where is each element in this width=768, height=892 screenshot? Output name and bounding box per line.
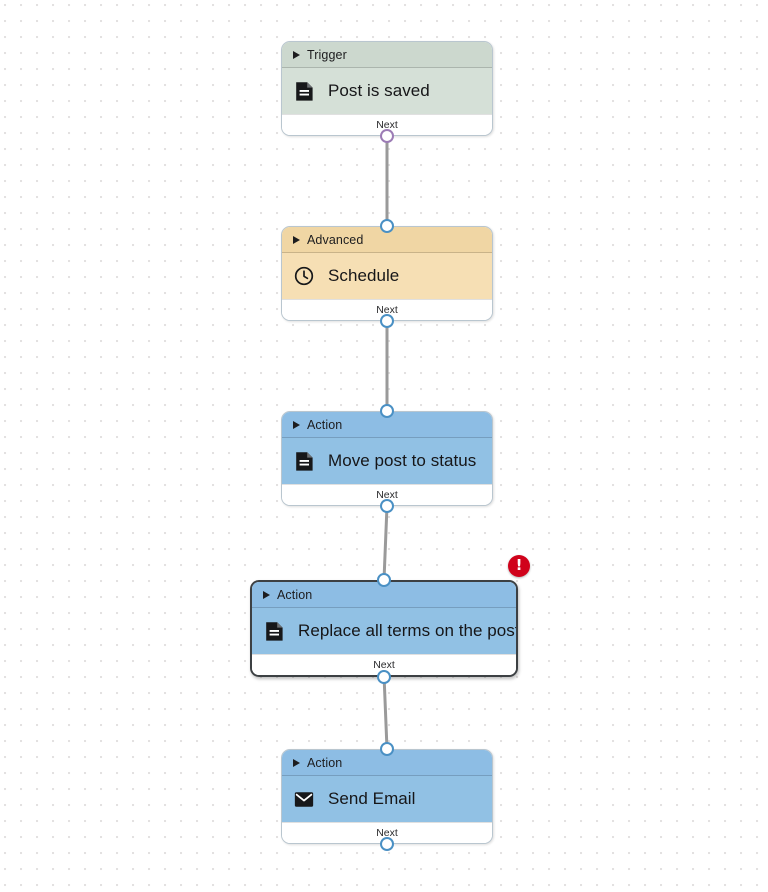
node-body: Replace all terms on the post: [252, 608, 516, 654]
clock-icon: [294, 266, 314, 286]
node-body: Move post to status: [282, 438, 492, 484]
node-body: Post is saved: [282, 68, 492, 114]
node-input-port[interactable]: [377, 573, 391, 587]
node-type-label: Trigger: [307, 47, 347, 62]
disclosure-triangle-icon[interactable]: [293, 758, 300, 767]
node-next-connector-label[interactable]: Next: [282, 299, 492, 320]
node-type-label: Action: [307, 417, 343, 432]
node-output-port[interactable]: [380, 129, 394, 143]
disclosure-triangle-icon[interactable]: [293, 420, 300, 429]
document-icon: [294, 81, 314, 101]
connector-line[interactable]: [382, 673, 389, 751]
node-input-port[interactable]: [380, 742, 394, 756]
node-next-connector-label[interactable]: Next: [252, 654, 516, 675]
exclamation-glyph: !: [515, 556, 523, 574]
node-input-port[interactable]: [380, 404, 394, 418]
node-output-port[interactable]: [380, 837, 394, 851]
node-body: Schedule: [282, 253, 492, 299]
node-output-port[interactable]: [380, 499, 394, 513]
disclosure-triangle-icon[interactable]: [293, 235, 300, 244]
node-title: Post is saved: [328, 81, 430, 100]
disclosure-triangle-icon[interactable]: [263, 590, 270, 599]
node-title: Send Email: [328, 789, 416, 808]
node-body: Send Email: [282, 776, 492, 822]
error-exclamation-icon[interactable]: !: [508, 555, 530, 577]
node-title: Replace all terms on the post: [298, 621, 518, 640]
node-output-port[interactable]: [380, 314, 394, 328]
node-header[interactable]: Trigger: [282, 42, 492, 68]
node-type-label: Action: [307, 755, 343, 770]
envelope-icon: [294, 789, 314, 809]
node-title: Move post to status: [328, 451, 477, 470]
document-icon: [294, 451, 314, 471]
node-type-label: Advanced: [307, 232, 364, 247]
node-title: Schedule: [328, 266, 400, 285]
connector-line[interactable]: [382, 504, 389, 582]
node-output-port[interactable]: [377, 670, 391, 684]
node-next-connector-label[interactable]: Next: [282, 822, 492, 843]
node-next-connector-label[interactable]: Next: [282, 114, 492, 135]
node-type-label: Action: [277, 587, 313, 602]
document-icon: [264, 621, 284, 641]
node-next-connector-label[interactable]: Next: [282, 484, 492, 505]
disclosure-triangle-icon[interactable]: [293, 50, 300, 59]
node-input-port[interactable]: [380, 219, 394, 233]
